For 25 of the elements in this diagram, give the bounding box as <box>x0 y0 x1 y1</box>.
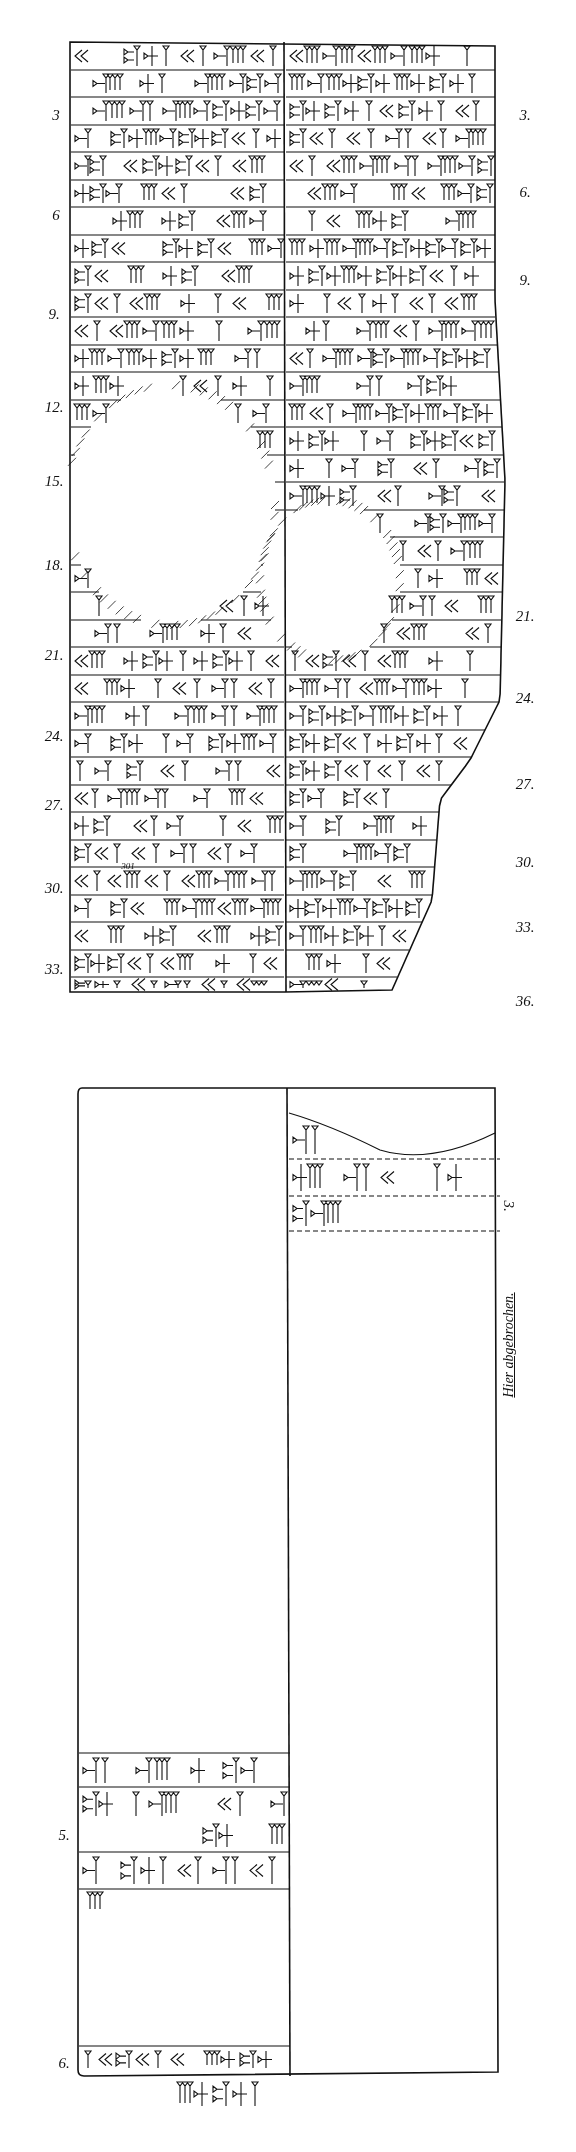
line-number: 3. <box>500 1200 516 1212</box>
line-number: 6 <box>52 207 60 223</box>
line-number: 33. <box>515 919 535 935</box>
line-number: 24. <box>44 728 64 744</box>
line-number: 27. <box>44 797 64 813</box>
line-number: 30. <box>515 854 535 870</box>
line-number: 6. <box>58 2055 70 2071</box>
line-number: 12. <box>44 399 64 415</box>
line-number: 27. <box>515 776 535 792</box>
line-number: 18. <box>44 557 64 573</box>
annotation-text: Hier abgebrochen. <box>502 1292 516 1398</box>
line-number: 21. <box>515 608 535 624</box>
line-number: 5. <box>58 1827 70 1843</box>
line-number: 21. <box>44 647 64 663</box>
line-number: 33. <box>44 961 64 977</box>
line-number: 36. <box>515 993 535 1009</box>
line-number: 6. <box>519 184 531 200</box>
line-number: 9. <box>519 272 531 288</box>
line-number: 30. <box>44 880 64 896</box>
line-number: 9. <box>48 306 60 322</box>
line-number: 3. <box>519 107 531 123</box>
line-number: 24. <box>515 690 535 706</box>
note-text: 301 <box>121 861 135 871</box>
line-number: 3 <box>52 107 60 123</box>
line-number: 15. <box>44 473 64 489</box>
